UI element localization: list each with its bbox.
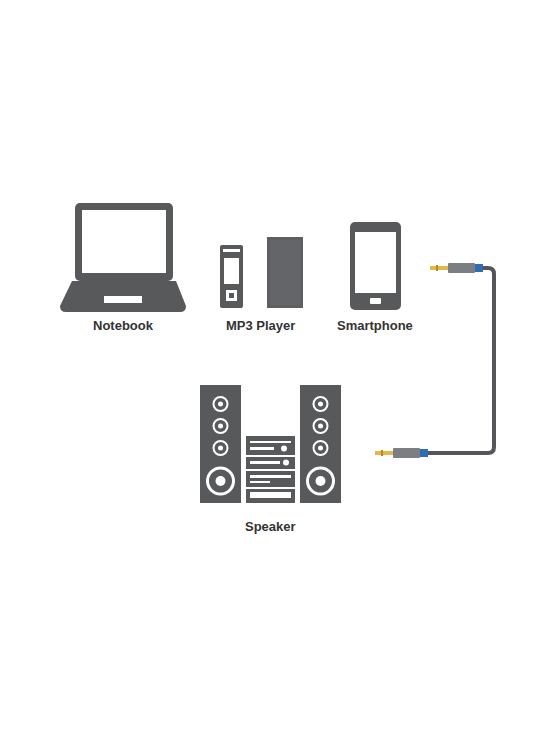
audio-cable: [375, 263, 494, 458]
device-label: MP3 Player: [226, 318, 295, 334]
device-label: Speaker: [245, 519, 296, 535]
mp3-player-icon: [220, 237, 303, 308]
device-label: Notebook: [93, 318, 153, 334]
smartphone-icon: [350, 222, 401, 310]
device-label: Smartphone: [337, 318, 413, 334]
notebook-icon: [60, 203, 186, 312]
speaker-icon: [200, 385, 341, 503]
